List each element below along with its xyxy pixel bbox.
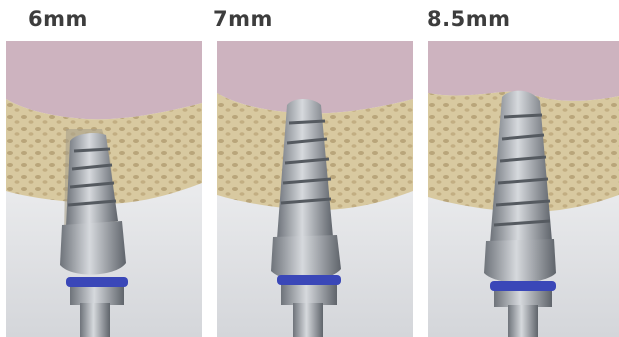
- bone-drill-illustration-6mm: [6, 41, 202, 337]
- drill-shank: [508, 305, 538, 337]
- depth-band: [277, 275, 341, 285]
- drill-collar: [271, 235, 341, 281]
- panel-6mm: [6, 41, 202, 337]
- drill-shank: [293, 303, 323, 337]
- panel-8-5mm: [428, 41, 619, 337]
- depth-band: [66, 277, 128, 287]
- drill-collar: [484, 239, 556, 283]
- panel-label-8-5mm: 8.5mm: [427, 6, 510, 32]
- drill-shank: [80, 303, 110, 337]
- bone-drill-illustration-8-5mm: [428, 41, 619, 337]
- panel-label-6mm: 6mm: [28, 6, 88, 32]
- bone-drill-illustration-7mm: [217, 41, 413, 337]
- depth-band: [490, 281, 556, 291]
- sinus-membrane: [6, 41, 202, 119]
- panel-7mm: [217, 41, 413, 337]
- drill-collar: [60, 221, 126, 275]
- panel-label-7mm: 7mm: [213, 6, 273, 32]
